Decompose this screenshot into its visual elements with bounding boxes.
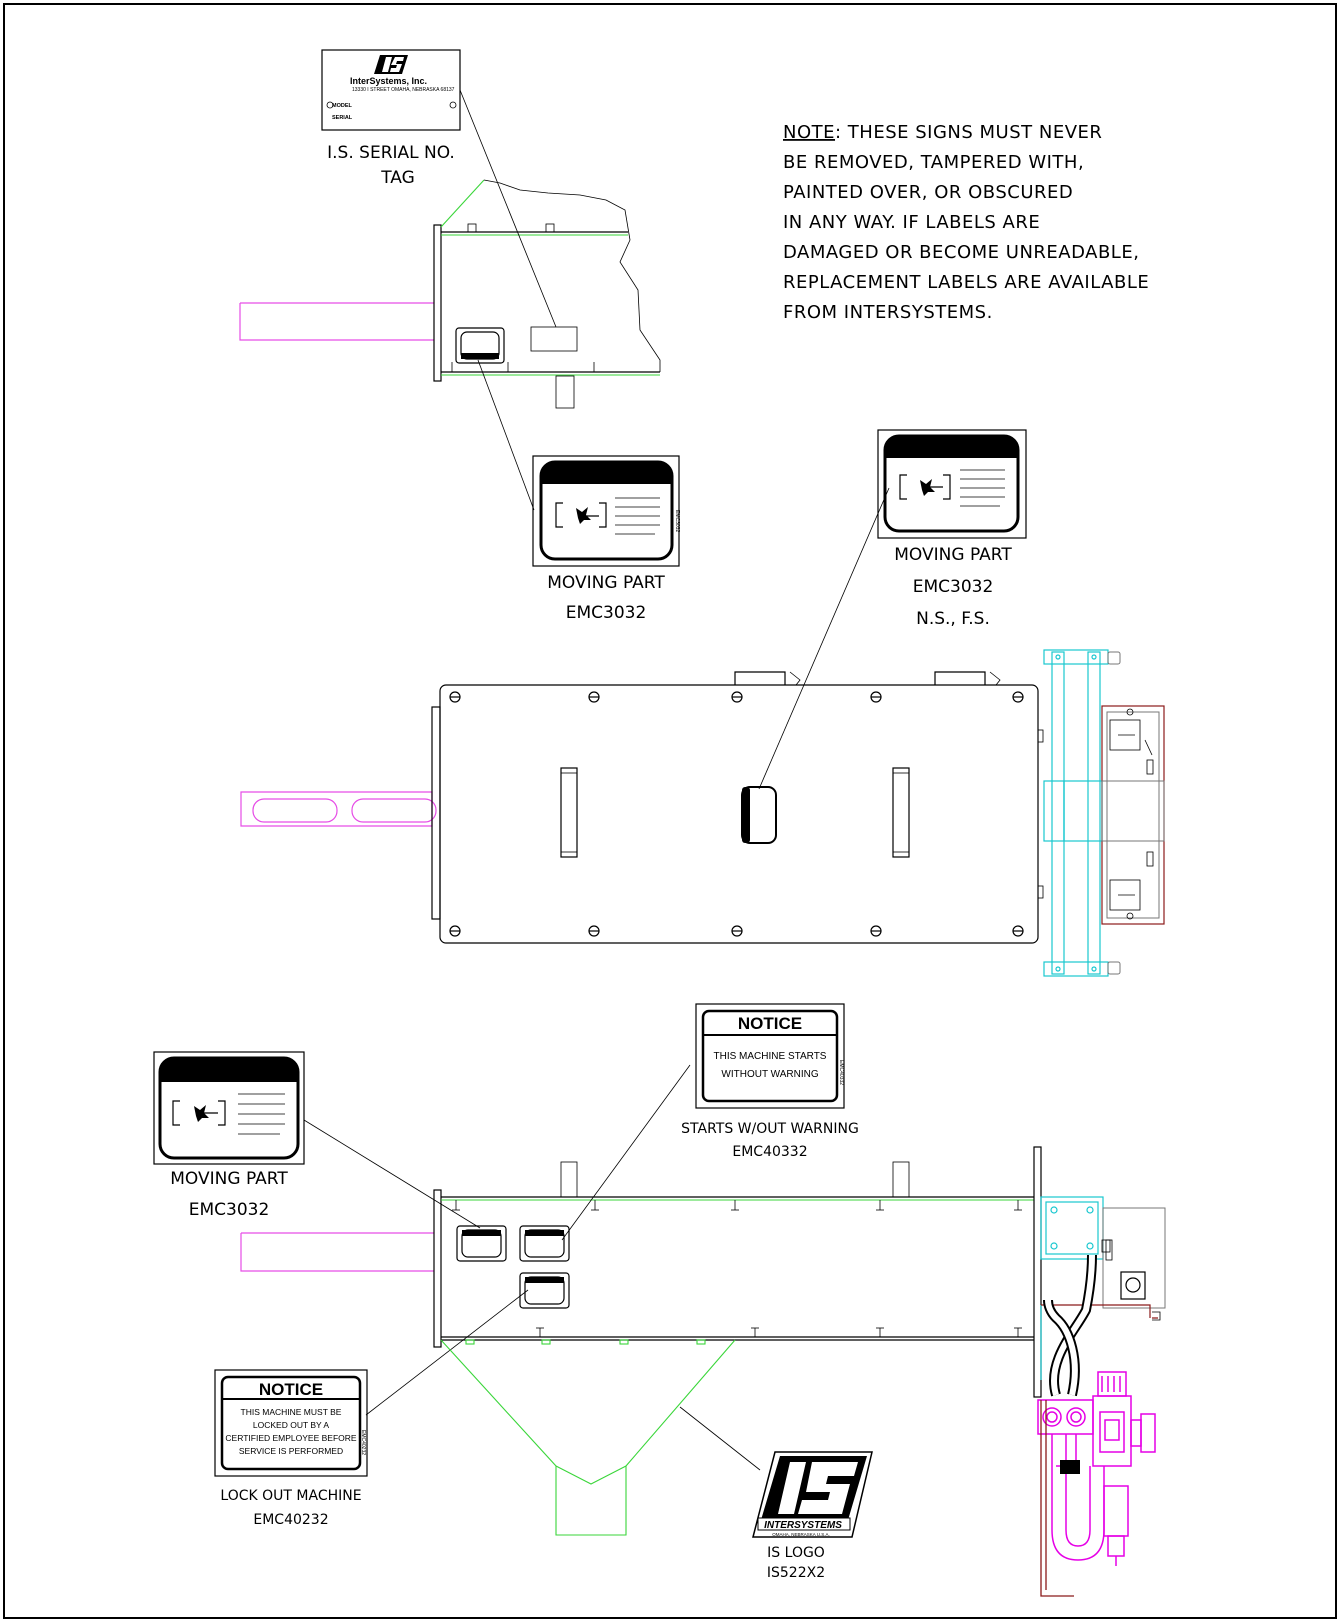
logo-brand: INTERSYSTEMS	[764, 1520, 842, 1531]
serial-tag-label-line2: TAG	[380, 168, 415, 188]
notice-lockout-line2: LOCKED OUT BY A	[253, 1420, 330, 1430]
notice-lockout-label: NOTICE THIS MACHINE MUST BE LOCKED OUT B…	[214, 1369, 368, 1477]
moving-part-1-line2: EMC3032	[566, 603, 647, 623]
notice-starts-line1: THIS MACHINE STARTS	[714, 1051, 827, 1062]
note-line1: : THESE SIGNS MUST NEVER	[835, 122, 1102, 143]
is-logo-decal: INTERSYSTEMS OMAHA, NEBRASKA U.S.A.	[752, 1451, 873, 1538]
middle-plan-view	[240, 487, 1165, 977]
top-partial-view	[239, 89, 661, 511]
drawing-border	[3, 3, 1337, 1619]
serial-tag-label-line1: I.S. SERIAL NO.	[327, 143, 455, 163]
lockout-label-line1: LOCK OUT MACHINE	[220, 1488, 361, 1504]
svg-text:EMC3032: EMC3032	[674, 510, 680, 532]
notice-lockout-line1: THIS MACHINE MUST BE	[241, 1407, 342, 1417]
serial-tag: InterSystems, Inc. 13330 I STREET OMAHA,…	[321, 49, 461, 131]
starts-label-line1: STARTS W/OUT WARNING	[681, 1121, 859, 1137]
air-regulator	[1037, 1371, 1156, 1566]
svg-text:EMC40332: EMC40332	[838, 1060, 844, 1085]
note-heading: NOTE	[783, 122, 835, 143]
lockout-label-line2: EMC40232	[253, 1512, 328, 1528]
notice-lockout-title: NOTICE	[259, 1380, 323, 1399]
moving-part-3-line2: EMC3032	[189, 1200, 270, 1220]
notice-starts-label: NOTICE THIS MACHINE STARTS WITHOUT WARNI…	[695, 1003, 845, 1109]
note-line4: IN ANY WAY. IF LABELS ARE	[783, 212, 1040, 233]
note-line3: PAINTED OVER, OR OBSCURED	[783, 182, 1073, 203]
note-line7: FROM INTERSYSTEMS.	[783, 302, 993, 323]
svg-text:EMC40232: EMC40232	[360, 1430, 366, 1455]
svg-text:NOTE: THESE SIGNS MUST NEVER: NOTE: THESE SIGNS MUST NEVER	[783, 122, 1102, 143]
notice-starts-line2: WITHOUT WARNING	[721, 1069, 818, 1080]
moving-part-label-1: EMC3032	[532, 455, 680, 567]
serial-tag-address: 13330 I STREET OMAHA, NEBRASKA 68137	[352, 87, 455, 93]
note-line6: REPLACEMENT LABELS ARE AVAILABLE	[783, 272, 1149, 293]
moving-part-2-line3: N.S., F.S.	[916, 609, 990, 629]
note-line2: BE REMOVED, TAMPERED WITH,	[783, 152, 1084, 173]
logo-location: OMAHA, NEBRASKA U.S.A.	[772, 1532, 830, 1537]
serial-tag-serial: SERIAL	[332, 115, 353, 121]
moving-part-label-3	[153, 1051, 305, 1165]
notice-starts-title: NOTICE	[738, 1014, 802, 1033]
notice-lockout-line4: SERVICE IS PERFORMED	[239, 1446, 343, 1456]
logo-label-line1: IS LOGO	[767, 1545, 825, 1561]
is-logo-icon	[374, 55, 408, 74]
moving-part-label-2	[877, 429, 1027, 539]
serial-tag-model: MODEL	[332, 103, 353, 109]
moving-part-2-line2: EMC3032	[913, 577, 994, 597]
note-block: NOTE: THESE SIGNS MUST NEVER BE REMOVED,…	[783, 122, 1149, 323]
logo-label-line2: IS522X2	[767, 1565, 825, 1581]
note-line5: DAMAGED OR BECOME UNREADABLE,	[783, 242, 1139, 263]
starts-label-line2: EMC40332	[732, 1144, 807, 1160]
moving-part-1-line1: MOVING PART	[547, 573, 665, 593]
moving-part-3-line1: MOVING PART	[170, 1169, 288, 1189]
moving-part-2-line1: MOVING PART	[894, 545, 1012, 565]
bottom-elevation-view	[240, 1064, 1166, 1597]
notice-lockout-line3: CERTIFIED EMPLOYEE BEFORE	[225, 1433, 356, 1443]
serial-tag-company: InterSystems, Inc.	[350, 76, 427, 86]
